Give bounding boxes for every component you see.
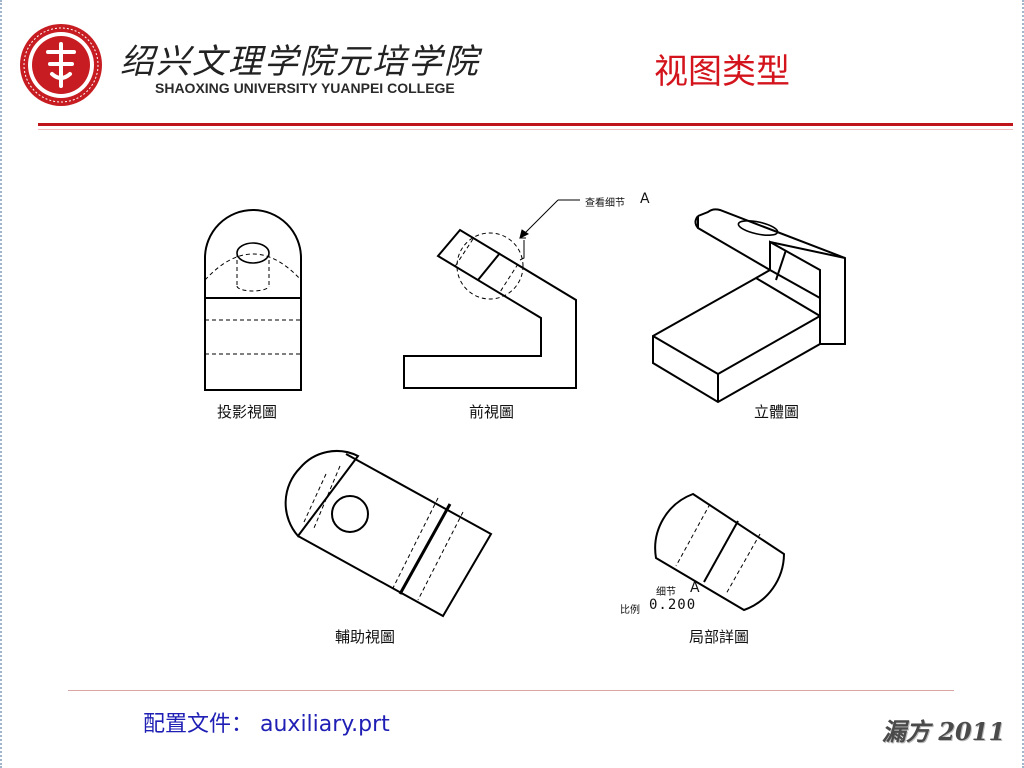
config-file-label: 配置文件： auxiliary.prt: [143, 712, 390, 737]
title-divider-shadow: [38, 129, 1013, 130]
title-divider: [38, 123, 1013, 126]
slide-left-border: [0, 0, 3, 768]
view-types-figure: 投影視圖 前視圖 立體圖 輔助視圖 局部詳圖 查看细节 A 细节 A 比例 0.…: [108, 158, 896, 652]
college-name-english: SHAOXING UNIVERSITY YUANPEI COLLEGE: [155, 80, 455, 96]
detail-label-letter: A: [690, 580, 700, 596]
caption-front-view: 前視圖: [469, 403, 515, 421]
detail-callout-note: 查看细节: [585, 198, 625, 209]
caption-projection-view: 投影視圖: [217, 403, 278, 421]
footer-divider: [68, 690, 954, 691]
view-drawings: [204, 199, 846, 618]
projection-view-drawing: [204, 209, 302, 391]
detail-view-drawing: [654, 492, 786, 612]
detail-scale-value: 0.200: [649, 597, 697, 613]
author-signature: 漏方 2011: [882, 717, 1006, 746]
caption-auxiliary-view: 輔助視圖: [335, 628, 396, 646]
caption-isometric-view: 立體圖: [754, 403, 800, 421]
slide-right-border: [1021, 0, 1024, 768]
detail-scale-label: 比例: [620, 605, 640, 616]
college-name-chinese: 绍兴文理学院元培学院: [120, 42, 480, 82]
front-view-drawing: [403, 199, 580, 389]
caption-detail-view: 局部詳圖: [689, 628, 750, 646]
detail-label-note: 细节: [656, 587, 676, 598]
auxiliary-view-drawing: [284, 450, 493, 618]
slide-title: 视图类型: [654, 52, 790, 92]
detail-callout-letter: A: [640, 191, 650, 207]
college-seal-icon: [20, 24, 102, 106]
isometric-view-drawing: [652, 208, 846, 404]
